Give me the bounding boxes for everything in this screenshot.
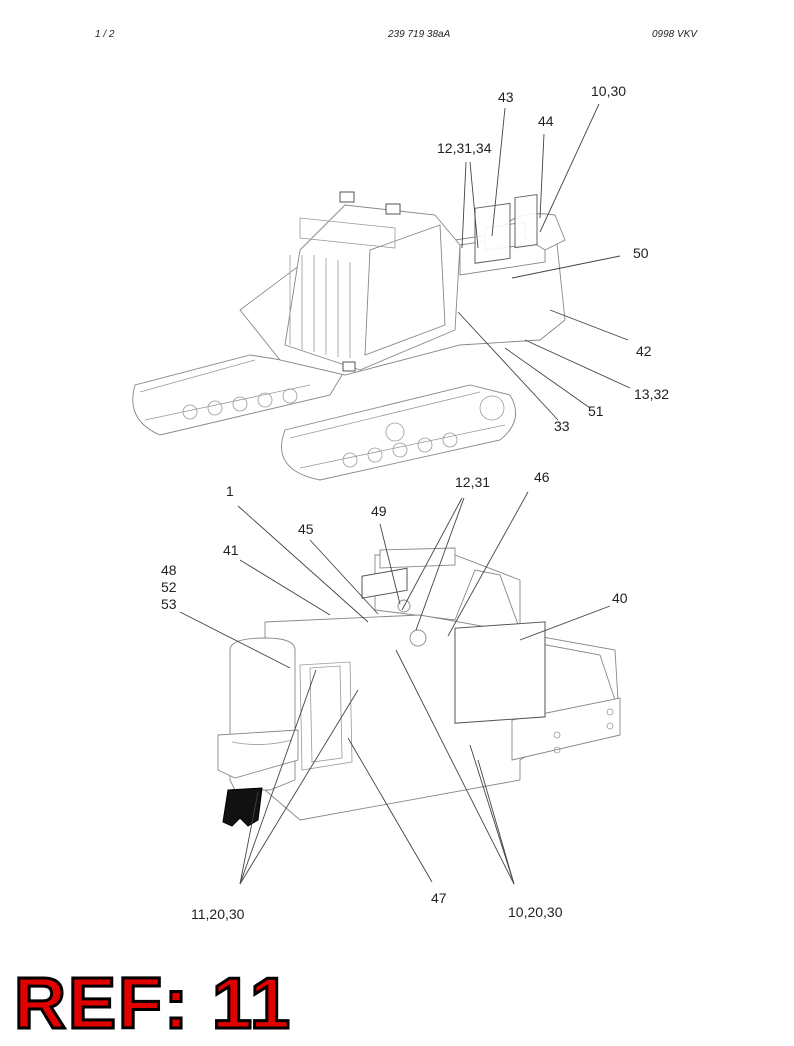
callout-13-32: 13,32: [634, 386, 669, 402]
callout-51: 51: [588, 403, 604, 419]
callout-10-20-30: 10,20,30: [508, 904, 563, 920]
callout-53: 53: [161, 596, 177, 612]
callout-44: 44: [538, 113, 554, 129]
bottom-leader-lines: [179, 491, 611, 885]
callout-52: 52: [161, 579, 177, 595]
callout-50: 50: [633, 245, 649, 261]
document-number: 239 719 38aA: [388, 29, 451, 40]
reference-stamp: REF: 11: [12, 964, 293, 1044]
callout-1: 1: [226, 483, 234, 499]
tracked-machine-illustration: [132, 191, 566, 481]
callout-12-31-34: 12,31,34: [437, 140, 492, 156]
callout-33: 33: [554, 418, 570, 434]
callout-40: 40: [612, 590, 628, 606]
callout-42: 42: [636, 343, 652, 359]
callout-11-20-30: 11,20,30: [191, 906, 245, 922]
callout-41: 41: [223, 542, 239, 558]
callout-12-31: 12,31: [455, 474, 490, 490]
revision-code: 0998 VKV: [652, 29, 698, 40]
callout-43: 43: [498, 89, 514, 105]
callout-47: 47: [431, 890, 447, 906]
callout-46: 46: [534, 469, 550, 485]
rear-unit-illustration: [217, 547, 621, 827]
page-number: 1 / 2: [95, 29, 115, 40]
callout-48: 48: [161, 562, 177, 578]
callout-45: 45: [298, 521, 314, 537]
top-leader-lines: [457, 103, 631, 421]
callout-49: 49: [371, 503, 387, 519]
top-callouts: 43 10,30 44 12,31,34 50 42 13,32 51 33: [437, 83, 669, 434]
bottom-callouts: 1 12,31 46 49 45 41 48 52 53 40 47 11,20…: [161, 469, 628, 922]
callout-10-30: 10,30: [591, 83, 626, 99]
